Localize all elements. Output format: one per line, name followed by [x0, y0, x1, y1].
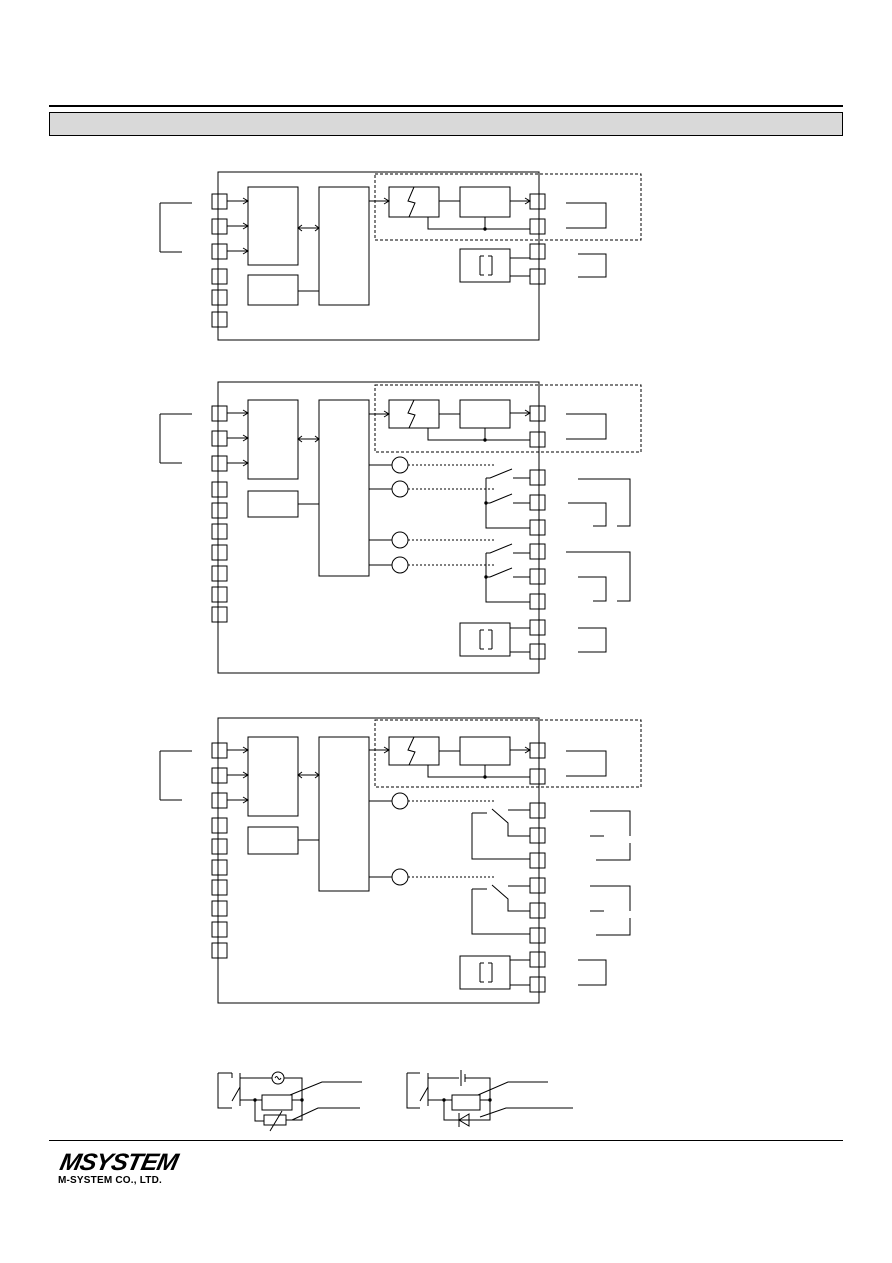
contact-protection-ac — [217, 1071, 362, 1132]
power-transformer-block — [459, 248, 511, 283]
relay-coil — [391, 456, 409, 474]
enclosure-outline — [217, 171, 540, 341]
schematic-3 — [159, 717, 642, 1004]
isolated-output-region — [374, 173, 642, 241]
leader-line — [289, 1081, 362, 1096]
input-circuit-block — [247, 186, 299, 266]
relay-coil — [391, 556, 409, 574]
snubber-block — [451, 1094, 481, 1111]
company-name: M-SYSTEM CO., LTD. — [58, 1175, 162, 1186]
isolation-block — [388, 186, 440, 218]
contact-protection-dc — [406, 1070, 573, 1127]
logo-wordmark: MSYSTEM — [57, 1149, 180, 1176]
cpu-block — [318, 186, 370, 306]
output-driver-block — [459, 186, 511, 218]
power-transformer-block — [459, 955, 511, 990]
power-bracket — [578, 253, 607, 278]
relay-coil — [391, 868, 409, 886]
leader-line — [479, 1107, 573, 1118]
power-block — [247, 490, 299, 518]
input-circuit-block — [247, 736, 299, 817]
bottom-rule — [49, 1140, 843, 1141]
dc-source-icon — [428, 1070, 491, 1100]
top-rule — [49, 105, 843, 107]
isolation-block — [388, 736, 440, 766]
output-driver-block — [459, 399, 511, 429]
output-driver-block — [459, 736, 511, 766]
input-terminals — [211, 742, 228, 959]
isolation-zigzag — [407, 186, 416, 218]
input-terminals — [211, 405, 228, 623]
leader-line — [291, 1107, 360, 1121]
section-header-band — [49, 112, 843, 136]
isolated-output-region — [374, 719, 642, 788]
enclosure-outline — [217, 717, 540, 1004]
cpu-block — [318, 736, 370, 892]
output-bracket — [566, 202, 607, 229]
schematic-1 — [159, 171, 642, 341]
power-transformer-block — [459, 622, 511, 657]
relay-coil — [391, 792, 409, 810]
input-bracket — [159, 202, 192, 253]
transformer-icon — [479, 255, 493, 276]
diode-icon — [455, 1100, 491, 1127]
input-circuit-block — [247, 399, 299, 480]
relay-coil — [391, 480, 409, 498]
enclosure-outline — [217, 381, 540, 674]
isolation-block — [388, 399, 440, 429]
snubber-block — [261, 1094, 293, 1111]
leader-line — [477, 1081, 548, 1096]
cpu-block — [318, 399, 370, 577]
isolated-output-region — [374, 384, 642, 453]
power-block — [247, 826, 299, 855]
relay-coil — [391, 531, 409, 549]
company-logo: MSYSTEM M-SYSTEM CO., LTD. — [58, 1149, 180, 1187]
input-terminals — [211, 193, 228, 328]
power-block — [247, 274, 299, 306]
schematic-2 — [159, 381, 642, 674]
